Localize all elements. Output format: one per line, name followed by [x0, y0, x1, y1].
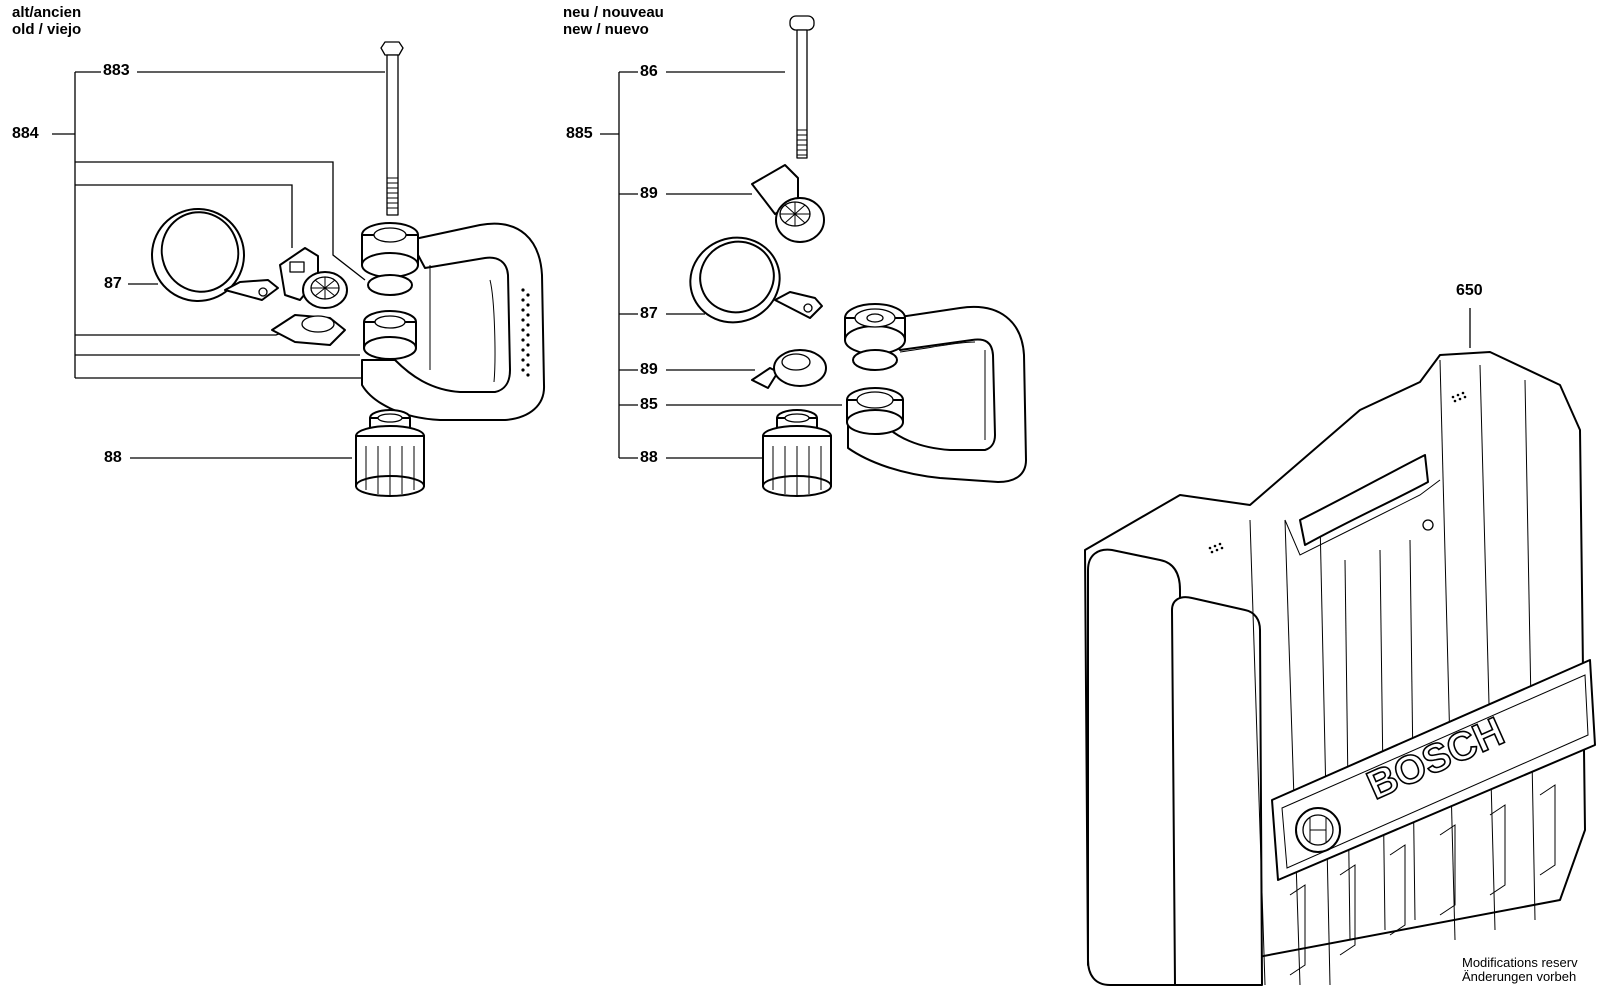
old-header-line1: alt/ancien [12, 4, 82, 21]
label-89-upper: 89 [638, 185, 660, 203]
label-885: 885 [564, 125, 595, 143]
new-header-line1: neu / nouveau [563, 4, 664, 21]
old-bolt-883 [380, 41, 404, 216]
new-header-line2: new / nuevo [563, 21, 649, 38]
old-band-87 [151, 208, 279, 302]
new-clamp-89-upper [751, 164, 825, 243]
new-bracket-lines [600, 71, 842, 459]
new-assembly [600, 15, 1027, 497]
old-header-line2: old / viejo [12, 21, 82, 38]
label-883: 883 [101, 62, 132, 80]
label-650: 650 [1454, 282, 1485, 300]
new-band-87 [689, 236, 823, 324]
old-bracket-lines [52, 71, 385, 459]
old-clamp-upper [279, 247, 348, 309]
new-knob-88 [762, 409, 832, 497]
label-88-old: 88 [102, 449, 124, 467]
old-handle [361, 222, 546, 421]
footer-note: Modifications reserv Änderungen vorbeh [1462, 956, 1600, 984]
label-86: 86 [638, 63, 660, 81]
label-884: 884 [10, 125, 41, 143]
label-89-lower: 89 [638, 361, 660, 379]
label-88-new: 88 [638, 449, 660, 467]
label-87-new: 87 [638, 305, 660, 323]
new-handle-85 [844, 303, 1027, 483]
bosch-emblem-icon [1295, 807, 1341, 853]
old-header: alt/ancien old / viejo [12, 4, 81, 38]
old-knob-88 [355, 409, 425, 497]
carrying-case-650: BOSCH [1084, 308, 1596, 986]
label-87-old: 87 [102, 275, 124, 293]
label-85: 85 [638, 396, 660, 414]
footer-line1: Modifications reserv [1462, 956, 1578, 970]
old-clamp-lower [271, 314, 346, 346]
new-bolt-86 [789, 15, 815, 159]
new-header: neu / nouveau new / nuevo [563, 4, 664, 38]
old-assembly [52, 41, 546, 497]
footer-line2: Änderungen vorbeh [1462, 969, 1577, 984]
new-clamp-89-lower [751, 349, 827, 389]
